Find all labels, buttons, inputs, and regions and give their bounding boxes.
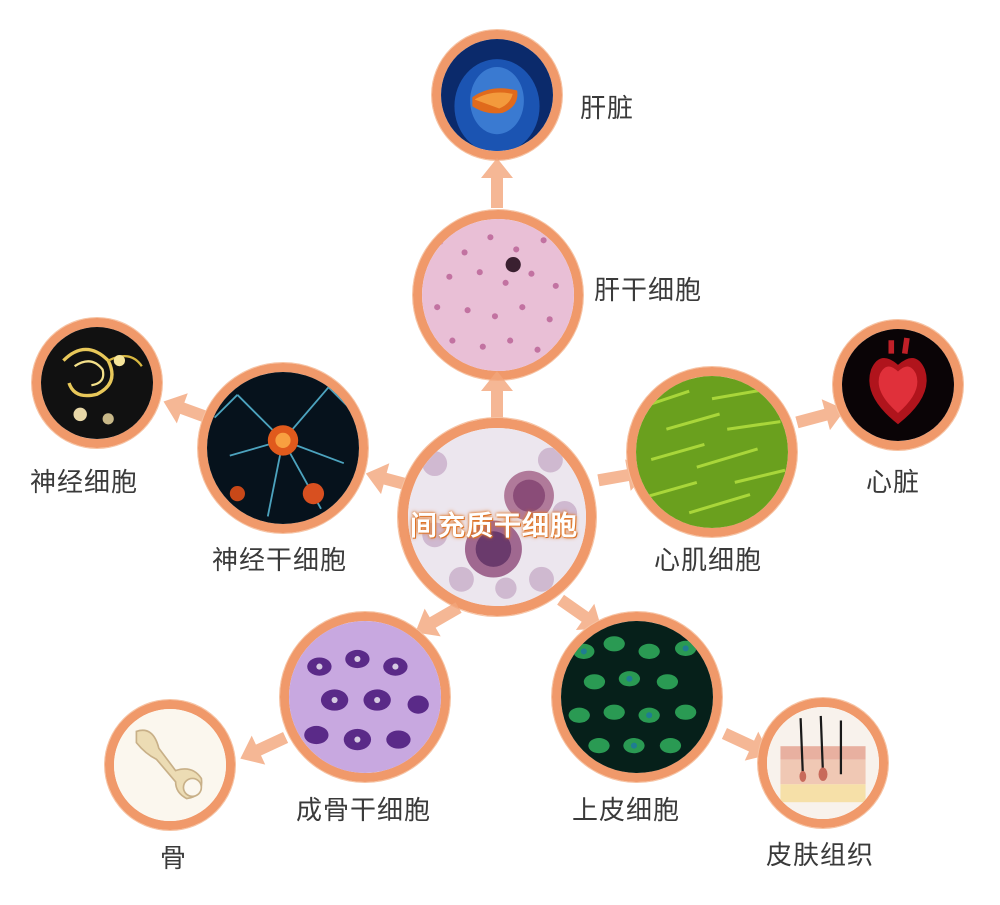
cardiomyocyte-image [627,367,797,537]
bone-label: 骨 [160,844,188,874]
arrow-to-liver [479,158,515,208]
neural-stem-cell-label: 神经干细胞 [212,546,348,576]
liver-stem-cell-label: 肝干细胞 [594,276,703,306]
arrow-to-neuron [157,385,216,436]
arrow-to-liver-stem [479,371,515,421]
cardiomyocyte-label: 心肌细胞 [654,546,763,576]
arrow-to-bone [233,721,294,775]
epithelial-cell-label: 上皮细胞 [572,796,681,826]
arrow-to-epithelial [550,585,612,643]
liver-image [432,30,562,160]
neuron-label: 神经细胞 [30,468,139,498]
center-label: 间充质干细胞 [410,511,578,542]
neuron-image [32,318,162,448]
epithelial-cell-image [552,612,722,782]
bone-image [105,700,235,830]
arrow-to-osteoblast-stem [406,592,467,648]
liver-label: 肝脏 [580,94,635,124]
osteoblast-stem-cell-label: 成骨干细胞 [296,796,432,826]
heart-label: 心脏 [866,468,921,498]
arrow-to-skin [717,717,778,771]
liver-stem-cell-image [413,210,583,380]
arrow-to-heart [792,392,850,440]
skin-tissue-label: 皮肤组织 [766,841,875,871]
mesenchymal-stem-cell-image [398,418,596,616]
neural-stem-cell-image [198,363,368,533]
skin-tissue-image [758,698,888,828]
heart-image [833,320,963,450]
osteoblast-stem-cell-image [280,612,450,782]
